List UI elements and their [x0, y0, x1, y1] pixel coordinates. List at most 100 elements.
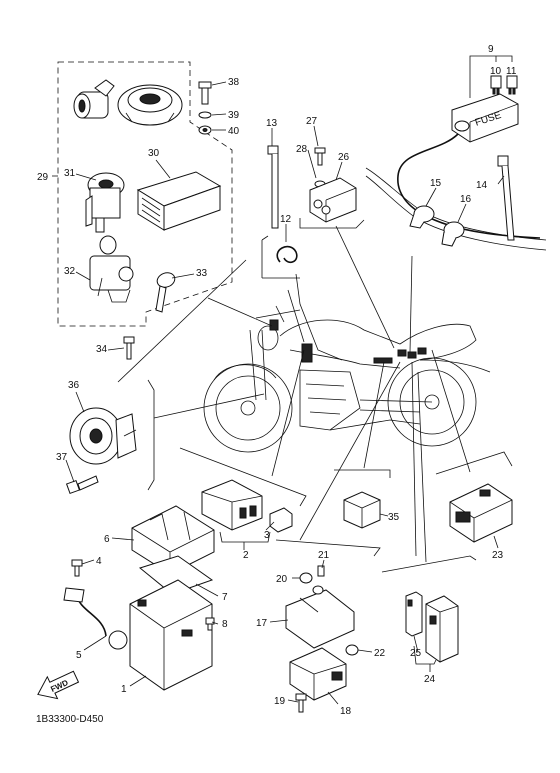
callout-17: 17 [256, 618, 268, 629]
fuse-9-bracket [469, 55, 513, 98]
callout-26: 26 [338, 152, 350, 163]
callout-34: 34 [96, 344, 108, 355]
callout-19: 19 [274, 696, 286, 707]
callout-18: 18 [340, 706, 352, 717]
callout-21: 21 [318, 550, 330, 561]
callout-38: 38 [228, 77, 240, 88]
callout-35: 35 [388, 512, 400, 523]
key-part [155, 272, 176, 313]
callout-32: 32 [64, 266, 76, 277]
bolt-22-part [345, 644, 359, 656]
fuse-box-part: FUSE [451, 93, 519, 143]
relay-2-part [201, 479, 263, 531]
callout-8: 8 [222, 619, 228, 630]
ignitor-unit-part [136, 171, 222, 231]
callout-6: 6 [104, 534, 110, 545]
rectifier-bracket-17-part [285, 585, 355, 649]
callout-16: 16 [460, 194, 472, 205]
steering-lock-part [89, 235, 134, 303]
nut-40-part [198, 125, 212, 135]
fuse-11-part [506, 75, 518, 95]
nut-20-part [299, 572, 313, 584]
callout-3: 3 [264, 530, 270, 541]
bolt-27-part [314, 147, 326, 166]
connector-24-part [425, 595, 459, 663]
callout-4: 4 [96, 556, 102, 567]
battery-1-part [129, 579, 213, 691]
callout-leaders [52, 81, 505, 705]
callout-22: 22 [374, 648, 386, 659]
relay-35-part [343, 491, 381, 529]
battery-band-7-part [138, 555, 214, 595]
wire-harness [397, 133, 541, 239]
motorcycle-outline [203, 305, 491, 453]
callout-14: 14 [476, 180, 488, 191]
clamp-15-part [409, 205, 435, 229]
relay-group-box [179, 447, 307, 507]
starter-relay-26-part [309, 177, 357, 223]
callout-23: 23 [492, 550, 504, 561]
callout-40: 40 [228, 126, 240, 137]
washer-39-part [198, 111, 212, 119]
callout-27: 27 [306, 116, 318, 127]
horn-bracket-line [147, 379, 155, 491]
screw-38-part [198, 81, 212, 105]
fuel-cap-part [117, 84, 183, 126]
clip-12-part [276, 245, 298, 264]
battery-lead-5-part [63, 587, 128, 650]
callout-15: 15 [430, 178, 442, 189]
clamp-16-part [441, 221, 465, 247]
main-switch-lock-part [73, 79, 115, 119]
callout-12: 12 [280, 214, 292, 225]
screw-21-part [317, 565, 325, 577]
bolt-19-part [295, 693, 307, 713]
callout-1: 1 [121, 684, 127, 695]
callout-30: 30 [148, 148, 160, 159]
rectifier-18-part [289, 647, 347, 701]
callout-13: 13 [266, 118, 278, 129]
callout-9: 9 [488, 44, 494, 55]
clip-12-box-outline [261, 235, 300, 279]
flasher-relay-23-part [449, 483, 513, 543]
bolt-34-part [123, 336, 135, 360]
connector-bracket [413, 645, 437, 665]
fuse-10-part [490, 75, 502, 95]
leader-lines [117, 225, 471, 563]
callout-11: 11 [506, 66, 517, 77]
callout-20: 20 [276, 574, 288, 585]
callout-10: 10 [490, 66, 502, 77]
callout-31: 31 [64, 168, 76, 179]
callout-39: 39 [228, 110, 240, 121]
fwd-arrow-icon: FWD [37, 670, 80, 700]
callout-5: 5 [76, 650, 82, 661]
fwd-label: FWD [49, 678, 70, 694]
bolt-37-part [65, 475, 99, 495]
battery-box-6-part [131, 505, 215, 575]
rectifier-group-box [275, 539, 381, 557]
callout-36: 36 [68, 380, 80, 391]
relay35-group-box [334, 469, 391, 478]
callout-37: 37 [56, 452, 68, 463]
callout-25: 25 [410, 648, 422, 659]
connector-group-box [381, 555, 477, 573]
relay-3-part [269, 507, 293, 533]
flasher-group-box [435, 451, 513, 475]
horn-part [69, 407, 137, 465]
callout-28: 28 [296, 144, 308, 155]
callout-33: 33 [196, 268, 208, 279]
relay-group-outline [299, 218, 365, 229]
callout-24: 24 [424, 674, 436, 685]
callout-29: 29 [37, 172, 49, 183]
ignition-kit-group-outline [57, 61, 233, 327]
cable-tie-14-part [497, 155, 515, 241]
callout-2: 2 [243, 550, 249, 561]
callout-7: 7 [222, 592, 228, 603]
cable-tie-13-part [267, 145, 279, 229]
screw-8-part [205, 617, 215, 631]
connector-25-part [405, 591, 423, 637]
relay-2-bracket [219, 531, 271, 543]
ignition-switch-part [85, 172, 125, 233]
diagram-code: 1B33300-D450 [36, 714, 104, 725]
screw-4-part [71, 559, 83, 577]
